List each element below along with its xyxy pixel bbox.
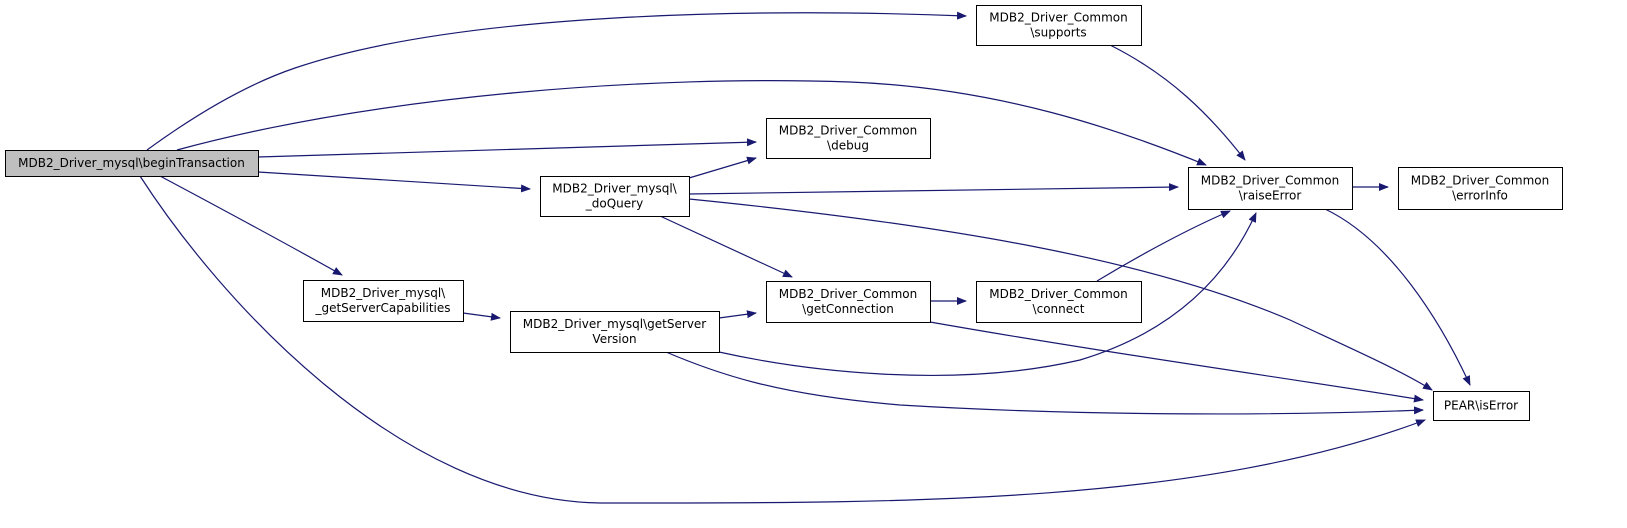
- node-begin[interactable]: MDB2_Driver_mysql\beginTransaction: [5, 150, 259, 177]
- edge-supports-to-raiseError: [1109, 44, 1246, 161]
- node-box: [766, 118, 931, 159]
- node-box: [1433, 391, 1530, 421]
- edge-getServerCap-to-getServerVer: [462, 312, 501, 321]
- node-label-line: \getConnection: [802, 302, 894, 316]
- edge-begin-to-doQuery: [257, 171, 531, 193]
- node-label-line: MDB2_Driver_Common: [1201, 174, 1339, 188]
- node-box: [766, 281, 931, 323]
- node-label-line: \debug: [827, 139, 869, 153]
- edge-begin-to-debug: [257, 138, 757, 158]
- edge-begin-to-supports: [146, 11, 967, 151]
- node-isError[interactable]: PEAR\isError: [1433, 391, 1530, 421]
- node-label-line: MDB2_Driver_mysql\beginTransaction: [18, 156, 245, 170]
- edge-doQuery-to-getConnection: [659, 215, 793, 278]
- edge-doQuery-to-isError: [688, 198, 1433, 391]
- edge-raiseError-to-isError: [1324, 208, 1471, 386]
- node-label-line: MDB2_Driver_Common: [989, 287, 1127, 301]
- node-label-line: Version: [592, 332, 636, 346]
- node-label-line: \raiseError: [1239, 189, 1302, 203]
- node-box: [976, 5, 1142, 46]
- node-label-line: MDB2_Driver_Common: [1411, 174, 1549, 188]
- node-box: [510, 311, 720, 353]
- node-box: [1398, 167, 1563, 210]
- node-box: [1188, 167, 1353, 210]
- edge-begin-to-getServerCap: [159, 175, 343, 276]
- node-getServerCap[interactable]: MDB2_Driver_mysql\_getServerCapabilities: [303, 280, 464, 322]
- node-label-line: _getServerCapabilities: [314, 301, 450, 315]
- nodes-layer: MDB2_Driver_mysql\beginTransactionMDB2_D…: [5, 5, 1563, 421]
- node-label-line: MDB2_Driver_mysql\: [321, 286, 446, 300]
- node-raiseError[interactable]: MDB2_Driver_Common\raiseError: [1188, 167, 1353, 210]
- node-debug[interactable]: MDB2_Driver_Common\debug: [766, 118, 931, 159]
- edge-getConnection-to-isError: [929, 321, 1424, 403]
- node-label-line: MDB2_Driver_mysql\getServer: [523, 317, 707, 331]
- edge-connect-to-raiseError: [1096, 210, 1231, 282]
- edge-doQuery-to-raiseError: [688, 183, 1179, 195]
- edge-begin-to-isError: [139, 175, 1426, 504]
- edge-begin-to-raiseError: [176, 80, 1207, 166]
- node-label-line: PEAR\isError: [1444, 399, 1518, 413]
- edge-doQuery-to-debug: [688, 156, 757, 179]
- node-label-line: MDB2_Driver_Common: [989, 11, 1127, 25]
- edge-getServerVer-to-isError: [665, 351, 1424, 415]
- node-box: [540, 176, 690, 217]
- node-getConnection[interactable]: MDB2_Driver_Common\getConnection: [766, 281, 931, 323]
- edge-getServerVer-to-raiseError: [718, 212, 1257, 376]
- node-label-line: MDB2_Driver_Common: [779, 124, 917, 138]
- node-supports[interactable]: MDB2_Driver_Common\supports: [976, 5, 1142, 46]
- node-label-line: \connect: [1033, 302, 1085, 316]
- edge-getServerVer-to-getConnection: [718, 310, 757, 319]
- node-box: [5, 150, 259, 177]
- node-label-line: \errorInfo: [1452, 189, 1508, 203]
- node-label-line: MDB2_Driver_mysql\: [552, 182, 677, 196]
- node-errorInfo[interactable]: MDB2_Driver_Common\errorInfo: [1398, 167, 1563, 210]
- node-connect[interactable]: MDB2_Driver_Common\connect: [976, 281, 1142, 323]
- edges-layer: [139, 11, 1471, 504]
- node-label-line: _doQuery: [585, 197, 643, 211]
- node-box: [976, 281, 1142, 323]
- node-doQuery[interactable]: MDB2_Driver_mysql\_doQuery: [540, 176, 690, 217]
- node-label-line: \supports: [1030, 26, 1086, 40]
- node-label-line: MDB2_Driver_Common: [779, 287, 917, 301]
- node-box: [303, 280, 464, 322]
